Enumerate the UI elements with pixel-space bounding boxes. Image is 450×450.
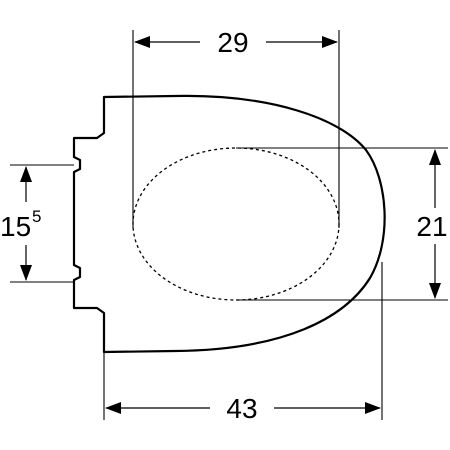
dimension-left-label: 15 [0, 211, 31, 242]
extension-lines [10, 30, 448, 420]
dimension-top-label: 29 [217, 27, 248, 58]
dimension-bottom-label: 43 [226, 393, 257, 424]
dimension-left-superscript: 5 [32, 207, 41, 226]
dimension-right: 21 [412, 149, 450, 299]
seat-outline [72, 94, 386, 354]
dimension-left: 15 5 [0, 166, 41, 281]
dimension-top: 29 [134, 27, 338, 58]
dimension-right-label: 21 [416, 211, 447, 242]
seat-opening-dashed [132, 147, 340, 301]
dimension-bottom: 43 [105, 393, 381, 424]
dimension-left-main: 15 [0, 211, 31, 242]
